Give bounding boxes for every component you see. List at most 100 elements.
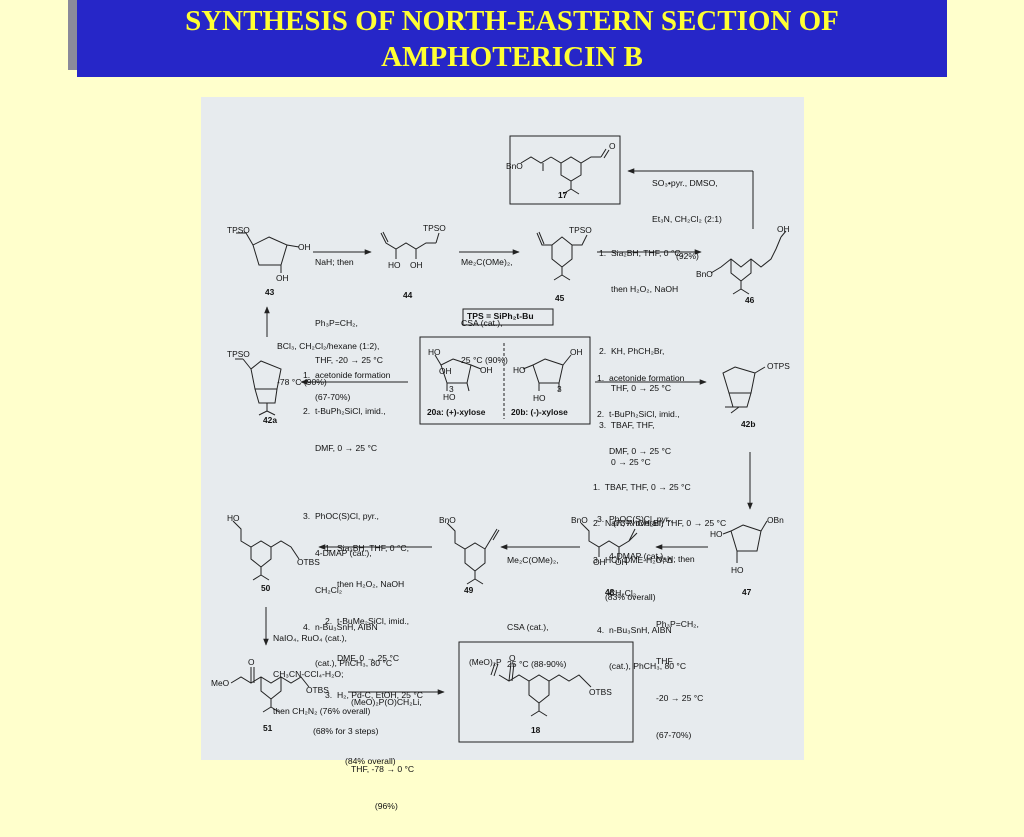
cond-line: Et₃N, CH₂Cl₂ (2:1): [652, 214, 722, 225]
label-51: 51: [263, 723, 273, 733]
atom-otps-42b: OTPS: [767, 361, 790, 371]
atom-oh-43b: OH: [276, 273, 289, 283]
conditions-45-46: 1. Sia₂BH, THF, 0 °C; then H₂O₂, NaOH 2.…: [599, 222, 683, 554]
conditions-48-49: Me₂C(OMe)₂, CSA (cat.), 25 °C (88-90%): [507, 529, 566, 695]
atom-o-51: O: [248, 657, 255, 667]
atom-otbs-50: OTBS: [297, 557, 320, 567]
cond-line: THF,: [656, 655, 675, 666]
atom-obn-47: OBn: [767, 515, 784, 525]
cond-line: 3. H₂, Pd-C, EtOH, 25 °C: [325, 690, 423, 701]
atom-oh-20b: OH: [570, 347, 583, 357]
scheme-drawing: [230, 135, 787, 743]
atom-ho-20b-b: HO: [533, 393, 546, 403]
cond-line: (cat.), PhCH₃, 80 °C: [597, 661, 687, 672]
cond-line: (83% overall): [593, 592, 656, 603]
slide-title-line1: SYNTHESIS OF NORTH-EASTERN SECTION OF: [185, 5, 839, 37]
conditions-20-42b: 1. acetonide formation 2. t-BuPh₂SiCl, i…: [597, 347, 686, 697]
cond-line: 2. KH, PhCH₂Br,: [599, 345, 665, 356]
structure-17: [520, 148, 610, 195]
structure-42a: [235, 358, 282, 416]
atom-meo-51: MeO: [211, 678, 230, 688]
atom-3-20b: 3: [557, 384, 562, 394]
cond-line: Me₂C(OMe)₂,: [507, 554, 559, 565]
reaction-scheme: 17 43 44 45 46 42a 42b 47 48 49 50 51 18…: [201, 97, 804, 811]
cond-line: then CH₂N₂ (76% overall): [273, 706, 371, 717]
cond-line: (73% overall): [613, 518, 664, 529]
label-20a: 20a: (+)-xylose: [427, 407, 486, 417]
cond-line: 1. acetonide formation: [303, 369, 391, 380]
cond-line: [507, 590, 566, 596]
atom-bno-17: BnO: [506, 161, 523, 171]
cond-line: CSA (cat.),: [507, 622, 549, 633]
structure-50: [232, 520, 300, 581]
cond-line: (67-70%): [315, 391, 351, 402]
conditions-51-18: (MeO)₂P(O)CH₂Li, THF, -78 → 0 °C (96%): [351, 671, 422, 837]
cond-line: NaH; then: [315, 256, 354, 267]
cond-line: (92%): [676, 251, 699, 262]
structure-42b: [722, 366, 766, 414]
cond-line: 2. NaH, PhCH₂Br, THF, 0 → 25 °C: [593, 518, 727, 529]
cond-line: then H₂O₂, NaOH: [599, 284, 679, 295]
atom-tpso-43: TPSO: [227, 225, 250, 235]
label-18: 18: [531, 725, 541, 735]
atom-o-17: O: [609, 141, 616, 151]
structure-45: [536, 231, 588, 281]
atom-o-18: O: [509, 653, 516, 663]
cond-line: DMF, 0 → 25 °C: [597, 446, 672, 457]
atom-ho-47b: HO: [731, 565, 744, 575]
atom-oh-43a: OH: [298, 242, 311, 252]
atom-3-20a: 3: [449, 384, 454, 394]
cond-line: 2. t-BuPh₂SiCl, imid.,: [303, 406, 386, 417]
cond-line: (68% for 3 steps): [313, 725, 379, 736]
cond-line: -20 → 25 °C: [656, 692, 704, 703]
cond-line: [303, 479, 392, 485]
cond-line: 3. PhOC(S)Cl, pyr.,: [597, 513, 673, 524]
cond-line: THF, 0 → 25 °C: [599, 382, 672, 393]
atom-meop-18: (MeO)₂P: [469, 657, 502, 667]
cond-line: 3. PhOC(S)Cl, pyr.,: [303, 510, 379, 521]
cond-line: 1. Sia₂BH, THF, 0 °C;: [325, 542, 409, 553]
label-45: 45: [555, 293, 565, 303]
cond-line: CH₂Cl₂: [597, 587, 637, 598]
atom-ho-44: HO: [388, 260, 401, 270]
structure-51: [230, 667, 310, 713]
structure-48: [580, 522, 638, 557]
cond-line: 3. HCl, DME-H₂O, Δ: [593, 555, 673, 566]
cond-line: 25 °C (88-90%): [507, 658, 567, 669]
structure-47: [722, 520, 768, 563]
cond-line: [351, 732, 422, 738]
cond-line: 4. n-Bu₃SnH, AIBN: [303, 621, 378, 632]
atom-ho-47: HO: [710, 529, 723, 539]
atom-oh-44: OH: [410, 260, 423, 270]
atom-tpso-44: TPSO: [423, 223, 446, 233]
atom-tpso-45: TPSO: [569, 225, 592, 235]
conditions-44-45: Me₂C(OMe)₂, CSA (cat.), 25 °C (90%): [461, 231, 513, 391]
cond-line: 4-DMAP (cat.),: [597, 550, 666, 561]
tps-definition: TPS = SiPh₂t-Bu: [467, 311, 534, 321]
atom-ho-20b: HO: [513, 365, 526, 375]
structure-49: [446, 522, 500, 585]
cond-line: 1. Sia₂BH, THF, 0 °C;: [599, 247, 683, 258]
structure-44: [380, 231, 440, 259]
structure-46: [710, 230, 787, 295]
slide-title-line2: AMPHOTERICIN B: [381, 41, 643, 73]
conditions-20-42a: 1. acetonide formation 2. t-BuPh₂SiCl, i…: [303, 344, 392, 762]
atom-ho-20a: HO: [428, 347, 441, 357]
structure-20a: [434, 354, 482, 392]
cond-line: CH₂Cl₂: [303, 584, 343, 595]
label-20b: 20b: (-)-xylose: [511, 407, 568, 417]
cond-line: -78 °C (90%): [277, 377, 327, 388]
cond-line: Ph₃P=CH₂,: [656, 619, 699, 630]
cond-line: 25 °C (90%): [461, 354, 508, 365]
cond-line: CSA (cat.),: [461, 318, 503, 329]
cond-line: (67-70%): [656, 729, 692, 740]
cond-line: 4. n-Bu₃SnH, AIBN: [597, 624, 672, 635]
cond-line: then H₂O₂, NaOH: [325, 579, 405, 590]
atom-oh-48b: OH: [615, 557, 628, 567]
atom-ho-50: HO: [227, 513, 240, 523]
atom-oh-48a: OH: [593, 557, 606, 567]
label-42a: 42a: [263, 415, 277, 425]
cond-line: Me₂C(OMe)₂,: [461, 256, 513, 267]
cond-line: (MeO)₂P(O)CH₂Li,: [351, 696, 422, 707]
conditions-42a-43: BCl₃, CH₂Cl₂/hexane (1:2), -78 °C (90%): [277, 315, 379, 413]
